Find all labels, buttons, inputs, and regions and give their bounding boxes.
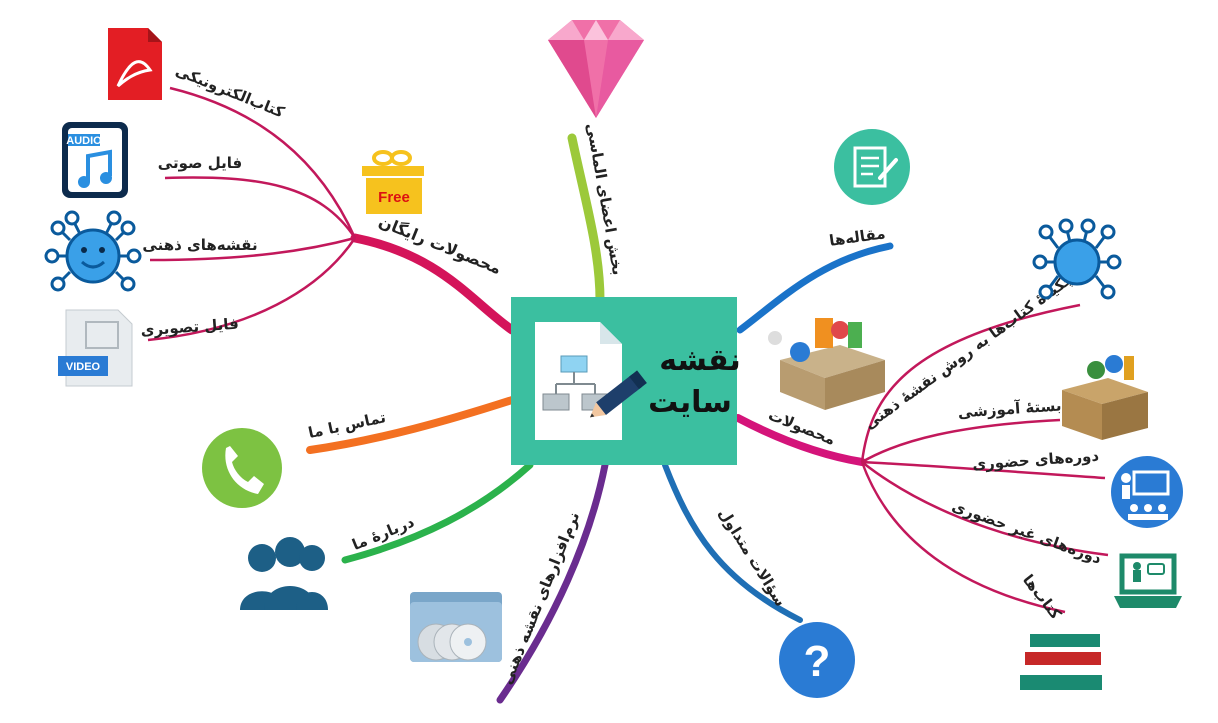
pencil-icon	[589, 370, 647, 418]
sub-label-inperson[interactable]: دوره‌های حضوری	[972, 447, 1100, 474]
branch-line-products	[734, 414, 866, 466]
sub-label-package[interactable]: بستهٔ آموزشی	[957, 396, 1062, 421]
document-icon	[834, 129, 910, 205]
center-title-line2: سایت	[648, 385, 732, 420]
branch-line-diamond	[567, 133, 605, 305]
sub-label-ebook[interactable]: کتاب‌الکترونیکی	[173, 61, 287, 121]
audio-tag-text: AUDIO	[66, 135, 102, 147]
sub-line-ebook	[169, 86, 357, 239]
sub-label-mindmaps[interactable]: نقشه‌های ذهنی	[142, 236, 257, 254]
package-icon	[1062, 355, 1148, 440]
box-icon	[768, 318, 885, 410]
sub-line-online	[861, 461, 1109, 557]
sub-label-books[interactable]: کتاب‌ها	[1019, 571, 1065, 623]
video-tag-text: VIDEO	[66, 361, 101, 373]
gift-icon: Free	[362, 150, 424, 214]
sub-line-inperson	[861, 460, 1106, 480]
books-icon	[1020, 634, 1102, 690]
users-icon	[240, 537, 328, 610]
sub-label-audio[interactable]: فایل صوتی	[158, 154, 242, 172]
diamond-icon	[548, 20, 644, 118]
laptop-icon	[1114, 553, 1182, 608]
branch-line-about	[341, 461, 534, 564]
sub-line-books	[860, 461, 1066, 614]
sub-line-mindmaps	[149, 236, 356, 262]
sub-label-video[interactable]: فایل تصویری	[140, 315, 239, 340]
branch-line-articles	[736, 242, 894, 334]
sub-line-video	[147, 237, 357, 342]
sub-label-online[interactable]: دوره‌های غیر حضوری	[949, 497, 1104, 568]
sub-line-summaries	[860, 303, 1081, 463]
branch-label-software[interactable]: نرم‌افزارهای نقشه ذهنی	[497, 509, 583, 687]
sitemap-document-icon	[535, 322, 622, 440]
sub-line-audio	[164, 176, 357, 239]
center-node[interactable]: نقشه سایت	[511, 297, 741, 465]
question-icon: ?	[779, 622, 855, 698]
free-badge-text: Free	[378, 189, 410, 206]
branch-line-free	[350, 233, 517, 335]
summaries-mindmap-icon	[1032, 218, 1122, 300]
question-mark-text: ?	[804, 637, 831, 686]
audio-file-icon: AUDIO	[62, 122, 128, 198]
mindmap-icon	[44, 210, 142, 292]
branch-line-contact	[306, 396, 516, 454]
presentation-icon	[1111, 456, 1183, 528]
sub-line-package	[861, 418, 1061, 464]
branch-lines	[147, 86, 1109, 704]
pdf-icon	[108, 28, 162, 100]
branch-line-faq	[662, 462, 803, 623]
video-file-icon: VIDEO	[58, 309, 133, 387]
phone-icon	[202, 428, 282, 508]
center-title-line1: نقشه	[659, 343, 741, 378]
branch-line-software	[496, 461, 609, 704]
folder-cd-icon	[410, 592, 502, 662]
